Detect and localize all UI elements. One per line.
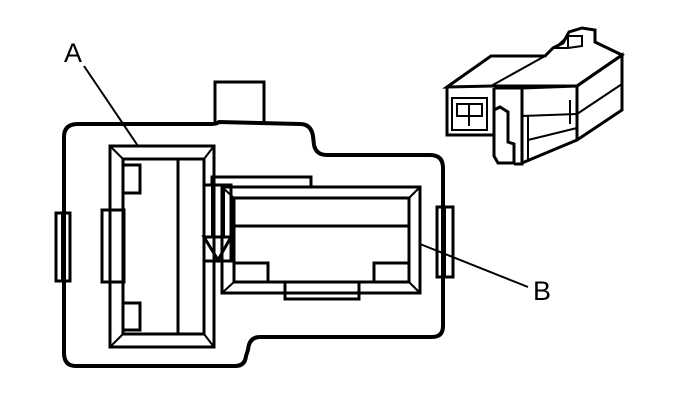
callout-a: A bbox=[64, 38, 139, 147]
center-lock-tab bbox=[201, 183, 234, 263]
connector-isometric-view bbox=[442, 26, 625, 166]
cavity-a-inner bbox=[121, 157, 206, 336]
connector-face-view bbox=[54, 80, 455, 368]
cavity-b-bottom-key bbox=[283, 280, 361, 301]
callout-b: B bbox=[419, 243, 551, 306]
callout-b-leader bbox=[419, 243, 529, 288]
upper-step bbox=[210, 175, 313, 187]
top-latch-tab bbox=[213, 80, 266, 123]
cavity-a-outer bbox=[108, 144, 216, 349]
cavity-b-outer bbox=[220, 185, 422, 295]
connector-housing-outline bbox=[62, 119, 445, 368]
iso-right-body bbox=[494, 86, 524, 166]
callout-a-label: A bbox=[64, 38, 82, 68]
terminal-cavity-a bbox=[100, 144, 216, 349]
iso-top-face bbox=[442, 26, 625, 89]
iso-center-latch bbox=[492, 105, 516, 165]
callout-a-leader bbox=[83, 65, 139, 147]
callout-b-label: B bbox=[533, 276, 551, 306]
cavity-b-inner bbox=[232, 196, 411, 284]
iso-right-side-face bbox=[576, 52, 624, 142]
terminal-cavity-b bbox=[220, 185, 422, 301]
cavity-a-side-slot bbox=[100, 208, 126, 284]
